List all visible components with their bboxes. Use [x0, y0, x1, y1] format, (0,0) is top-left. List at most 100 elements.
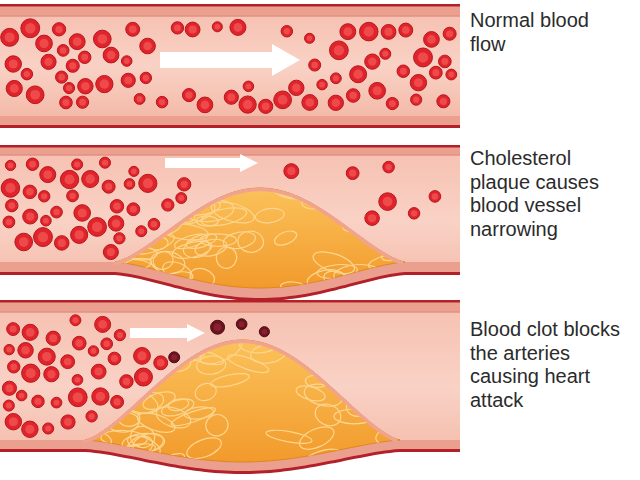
- artery-outer-wall: [0, 145, 460, 301]
- clot-cell: [259, 327, 269, 337]
- red-blood-cell-center: [81, 54, 88, 61]
- red-blood-cell-center: [10, 84, 19, 93]
- red-blood-cell: [330, 73, 341, 84]
- red-blood-cell-center: [114, 398, 121, 405]
- red-blood-cell-center: [92, 222, 102, 232]
- plaque-fat-cell: [310, 349, 346, 375]
- caption-label: Blood clot blocks the arteries causing h…: [470, 318, 630, 412]
- red-blood-cell-center: [333, 75, 339, 81]
- red-blood-cell-center: [349, 170, 356, 177]
- red-blood-cell: [124, 179, 135, 190]
- red-blood-cell: [103, 245, 118, 260]
- red-blood-cell: [32, 395, 45, 408]
- red-blood-cell: [69, 34, 85, 50]
- red-blood-cell: [88, 218, 107, 237]
- red-blood-cell-center: [41, 193, 47, 199]
- red-blood-cell: [136, 226, 147, 237]
- red-blood-cell: [114, 329, 125, 340]
- red-blood-cell-center: [74, 230, 83, 239]
- plaque-fat-cell: [116, 270, 158, 301]
- red-blood-cell: [26, 86, 44, 104]
- plaque-fat-cell: [358, 280, 397, 295]
- red-blood-cell-center: [26, 368, 36, 378]
- red-blood-cell-center: [26, 188, 33, 195]
- red-blood-cell-center: [30, 90, 40, 100]
- red-blood-cell: [230, 19, 246, 35]
- plaque-fat-cell: [125, 432, 163, 460]
- red-blood-cell-center: [305, 98, 314, 107]
- red-blood-cell-center: [124, 76, 132, 84]
- red-blood-cell-center: [157, 359, 165, 367]
- artery-lumen: [0, 16, 460, 116]
- artery-outer-wall: [0, 300, 460, 474]
- red-blood-cell-center: [105, 183, 112, 190]
- red-blood-cell: [110, 200, 123, 213]
- red-blood-cell: [56, 71, 68, 83]
- red-blood-cell-center: [189, 25, 197, 33]
- red-blood-cell: [91, 364, 106, 379]
- clot-cell: [169, 352, 180, 363]
- red-blood-cell-center: [278, 95, 288, 105]
- red-blood-cell-center: [364, 27, 374, 37]
- artery-outer-wall: [0, 4, 460, 128]
- red-blood-cell: [154, 356, 168, 370]
- red-blood-cell-center: [45, 425, 51, 431]
- red-blood-cell-center: [284, 28, 290, 34]
- red-blood-cell-center: [19, 393, 25, 399]
- red-blood-cell: [67, 190, 79, 202]
- plaque-fat-cell: [313, 332, 361, 360]
- red-blood-cell: [212, 22, 222, 32]
- red-blood-cell: [111, 395, 124, 408]
- artery-wall: [0, 148, 460, 299]
- red-blood-cell: [127, 203, 140, 216]
- plaque-fat-cell: [265, 428, 313, 446]
- red-blood-cell-center: [349, 92, 356, 99]
- red-blood-cell-center: [227, 93, 235, 101]
- red-blood-cell: [72, 336, 86, 350]
- red-blood-cell: [95, 316, 111, 332]
- plaque-fat-cell: [184, 434, 224, 463]
- red-blood-cell: [414, 48, 433, 67]
- red-blood-cell: [15, 233, 33, 251]
- red-blood-cell: [121, 73, 135, 87]
- red-blood-cell: [34, 228, 53, 247]
- red-blood-cell-center: [64, 358, 72, 366]
- flow-arrow: [160, 44, 300, 76]
- red-blood-cell-center: [89, 413, 95, 419]
- plaque-fat-cell: [321, 267, 357, 295]
- cholesterol-plaque: [85, 340, 400, 462]
- plaque-fat-cell: [333, 263, 381, 286]
- red-blood-cell: [7, 323, 20, 336]
- red-blood-cell-center: [448, 72, 454, 78]
- red-blood-cell: [8, 361, 20, 373]
- red-blood-cell: [411, 94, 422, 105]
- red-blood-cell: [302, 95, 318, 111]
- red-blood-cell: [224, 90, 238, 104]
- red-blood-cell: [397, 65, 410, 78]
- red-blood-cell: [346, 89, 360, 103]
- red-blood-cell-center: [201, 101, 210, 110]
- plaque-fat-cell: [154, 450, 186, 473]
- red-blood-cell: [281, 26, 292, 37]
- red-blood-cell-center: [107, 51, 116, 60]
- plaque-fat-cell: [173, 231, 209, 252]
- red-blood-cell-center: [53, 209, 59, 215]
- red-blood-cell-center: [19, 237, 29, 247]
- red-blood-cell: [129, 166, 139, 176]
- red-blood-cell: [289, 80, 304, 95]
- red-blood-cell: [36, 35, 53, 52]
- red-blood-cell-center: [42, 352, 51, 361]
- red-blood-cell: [3, 400, 14, 411]
- red-blood-cell: [2, 381, 16, 395]
- flow-arrow: [130, 324, 205, 342]
- flow-arrow: [165, 154, 258, 172]
- red-blood-cell-center: [62, 99, 69, 106]
- plaque-fat-cell: [316, 263, 357, 280]
- plaque-fat-cell: [185, 197, 235, 223]
- plaque-cap: [115, 190, 403, 264]
- red-blood-cell-center: [368, 214, 376, 222]
- red-blood-cell: [18, 343, 33, 358]
- red-blood-cell: [437, 95, 450, 108]
- red-blood-cell-center: [73, 392, 83, 402]
